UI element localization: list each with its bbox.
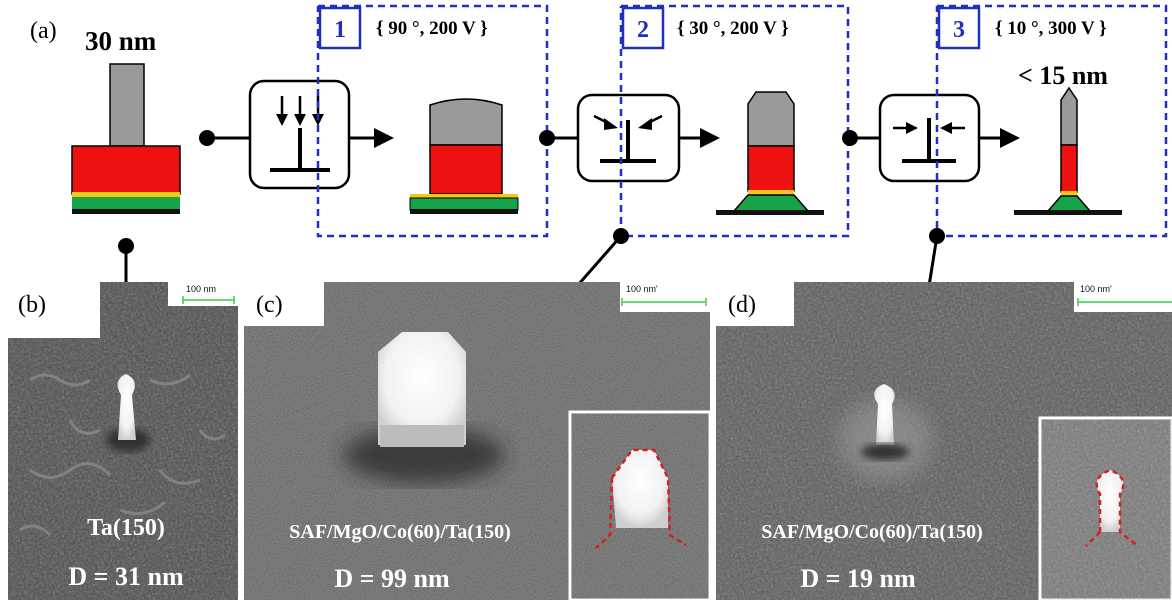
- panel-c-sem-image: 100 nm' (c) SAF/MgO/Co(60)/Ta(150) D = 9…: [244, 282, 712, 600]
- milling-icon-grazing: [878, 93, 981, 183]
- step-3-number: 3: [953, 17, 965, 43]
- panel-b-scale-bar-label: 100 nm: [186, 284, 216, 294]
- step-2-params: { 30 °, 200 V }: [677, 18, 789, 39]
- step-1-number: 1: [334, 17, 346, 43]
- step-2-box: 2 { 30 °, 200 V }: [619, 4, 850, 238]
- panel-d-sem-image: 100 nm' (d) SAF/MgO/Co(60)/Ta(150) D = 1…: [716, 282, 1172, 600]
- step-3-params: { 10 °, 300 V }: [995, 18, 1107, 39]
- panel-d-material: SAF/MgO/Co(60)/Ta(150): [761, 521, 982, 543]
- panel-c-label: (c): [256, 292, 283, 318]
- step-1-params: { 90 °, 200 V }: [376, 18, 488, 39]
- stack-after-step-2: [716, 91, 824, 215]
- step-1-box: 1 { 90 °, 200 V }: [316, 4, 549, 238]
- panel-c-inset: [568, 410, 712, 600]
- step-3-box: 3 { 10 °, 300 V } < 15 nm: [935, 4, 1168, 238]
- panel-d-inset: [1038, 416, 1172, 600]
- panel-b-sem-image: 100 nm (b) Ta(150) D = 31 nm: [8, 282, 238, 600]
- initial-stack-diagram: [71, 63, 181, 214]
- panel-d-label: (d): [728, 292, 756, 318]
- initial-thickness-label: 30 nm: [85, 26, 157, 56]
- stack-after-step-1: [409, 98, 519, 214]
- step-2-number: 2: [637, 17, 649, 43]
- panel-d-diameter: D = 19 nm: [800, 564, 916, 593]
- panel-c-diameter: D = 99 nm: [334, 564, 450, 593]
- panel-b-material: Ta(150): [87, 515, 165, 541]
- stack-after-step-3: [1014, 86, 1122, 215]
- final-thickness-label: < 15 nm: [1018, 61, 1108, 90]
- panel-d-scale-bar-label: 100 nm': [1080, 284, 1112, 294]
- panel-a: (a) 30 nm: [30, 4, 1168, 352]
- panel-b-diameter: D = 31 nm: [68, 562, 184, 591]
- panel-b-label: (b): [18, 292, 46, 318]
- panel-a-label: (a): [30, 18, 57, 44]
- panel-c-scale-bar-label: 100 nm': [626, 284, 658, 294]
- panel-c-material: SAF/MgO/Co(60)/Ta(150): [289, 521, 510, 543]
- milling-icon-oblique: [576, 93, 681, 183]
- milling-icon-vertical: [248, 79, 351, 190]
